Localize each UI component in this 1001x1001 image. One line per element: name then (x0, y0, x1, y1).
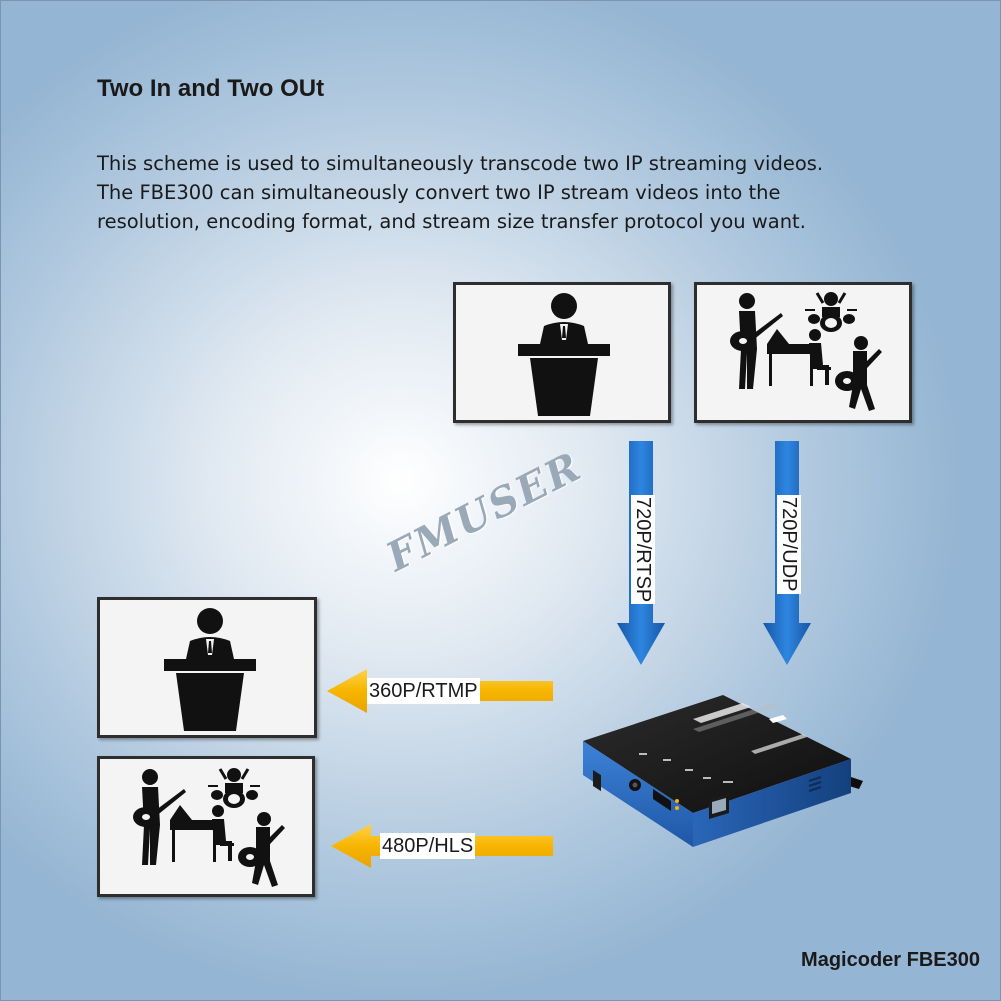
description-line: The FBE300 can simultaneously convert tw… (97, 181, 781, 204)
description: This scheme is used to simultaneously tr… (97, 149, 897, 236)
diagram-title: Two In and Two OUt (97, 75, 325, 102)
input-screen-speaker (453, 282, 671, 423)
output-screen-band (97, 756, 315, 897)
device-caption: Magicoder FBE300 (801, 949, 980, 971)
encoder-device-icon (583, 695, 863, 847)
input-label-udp: 720P/UDP (777, 495, 801, 594)
input-screen-band (694, 282, 912, 423)
output-label-hls: 480P/HLS (380, 833, 476, 859)
output-label-rtmp: 360P/RTMP (367, 678, 480, 704)
description-line: resolution, encoding format, and stream … (97, 210, 806, 233)
input-label-rtsp: 720P/RTSP (631, 495, 655, 605)
output-screen-speaker (97, 597, 317, 738)
description-line: This scheme is used to simultaneously tr… (97, 152, 824, 175)
